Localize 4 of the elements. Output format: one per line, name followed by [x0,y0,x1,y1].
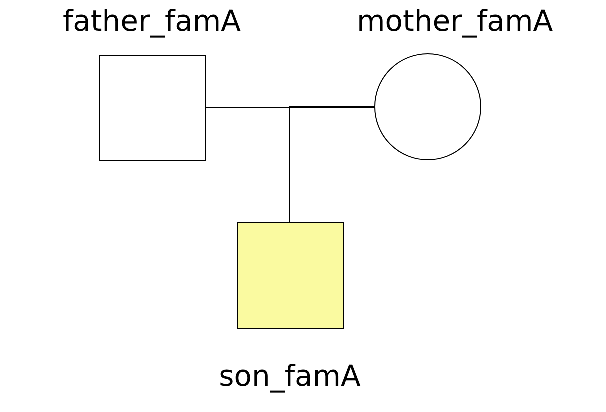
person-name: mother_famA [356,7,554,36]
person-name: son_famA [219,362,361,391]
person-name: father_famA [62,7,242,36]
pedigree-line [290,106,376,222]
